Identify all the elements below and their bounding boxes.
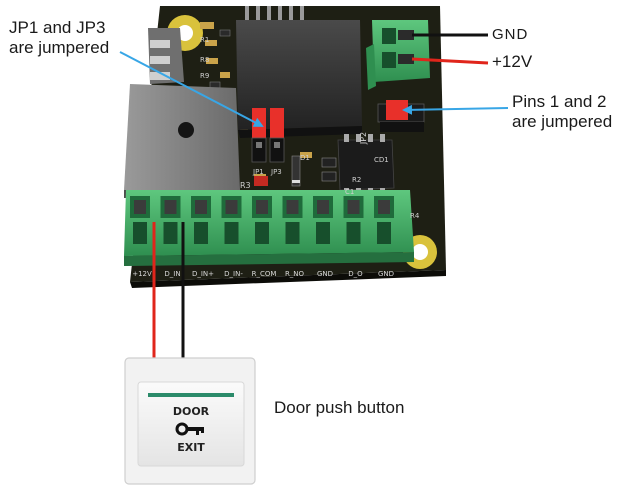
terminal-screw bbox=[252, 196, 272, 244]
relay bbox=[236, 20, 362, 138]
silk-r4: R4 bbox=[410, 212, 420, 220]
wire-12v bbox=[411, 57, 489, 65]
annotation-jp-line1: JP1 and JP3 bbox=[9, 18, 106, 37]
terminal-labels: +12V D_IN D_IN+ D_IN- R_COM R_NO GND D_O GND bbox=[132, 270, 394, 278]
annotation-jp-line2: are jumpered bbox=[9, 38, 110, 57]
terminal-screw bbox=[130, 196, 150, 244]
silk-c1: C1 bbox=[345, 188, 355, 196]
terminal-screw bbox=[160, 196, 181, 244]
jumper-jp2 bbox=[377, 100, 425, 132]
silk-r3: R3 bbox=[240, 181, 251, 190]
button-stripe bbox=[148, 393, 234, 397]
terminal-screw bbox=[221, 196, 242, 244]
annotation-12v: +12V bbox=[492, 52, 533, 71]
terminal-label: GND bbox=[317, 270, 333, 278]
silk-jp2: JP2 bbox=[359, 131, 369, 145]
arrow-jp1-jp3 bbox=[119, 51, 264, 127]
terminal-label: D_IN- bbox=[224, 270, 243, 278]
screw-hole bbox=[178, 122, 194, 138]
silk-jp3: JP3 bbox=[271, 168, 282, 176]
door-push-button: DOOR EXIT bbox=[124, 357, 256, 485]
annotation-gnd: GND bbox=[492, 26, 529, 43]
terminal-label: +12V bbox=[132, 270, 152, 278]
diode-d1 bbox=[291, 155, 301, 187]
terminal-label: R_NO bbox=[285, 270, 305, 278]
terminal-screw bbox=[191, 196, 211, 244]
terminal-label: GND bbox=[378, 270, 394, 278]
annotation-pins-line1: Pins 1 and 2 bbox=[512, 92, 607, 111]
terminal-label: D_IN bbox=[164, 270, 180, 278]
terminal-label: D_O bbox=[348, 270, 363, 278]
exit-label: EXIT bbox=[177, 441, 205, 454]
silk-d1: D1 bbox=[300, 154, 310, 162]
terminal-screw bbox=[313, 196, 333, 244]
power-wires bbox=[411, 33, 489, 65]
silk-r8: R8 bbox=[200, 56, 210, 64]
arrow-jp2 bbox=[402, 104, 509, 115]
annotation-pins-line2: are jumpered bbox=[512, 112, 613, 131]
silk-jp1: JP1 bbox=[253, 168, 264, 176]
terminal-label: R_COM bbox=[252, 270, 277, 278]
door-label: DOOR bbox=[173, 405, 210, 418]
terminal-screws bbox=[130, 196, 394, 244]
door-button-caption: Door push button bbox=[274, 398, 405, 417]
pin-header bbox=[245, 6, 304, 22]
silk-r9: R9 bbox=[200, 72, 210, 80]
silk-cd: CD1 bbox=[374, 156, 389, 164]
io-terminal-block bbox=[124, 190, 414, 266]
silk-r2: R2 bbox=[352, 176, 362, 184]
terminal-screw bbox=[343, 196, 364, 244]
silk-r1: R1 bbox=[200, 36, 210, 44]
led bbox=[254, 176, 268, 186]
annotation-arrows bbox=[119, 51, 509, 127]
jumper-jp1-jp3 bbox=[251, 108, 285, 163]
button-wires bbox=[152, 222, 185, 360]
terminal-screw bbox=[374, 196, 394, 244]
key-icon bbox=[175, 422, 204, 436]
terminal-screw bbox=[282, 196, 303, 244]
terminal-label: D_IN+ bbox=[192, 270, 214, 278]
